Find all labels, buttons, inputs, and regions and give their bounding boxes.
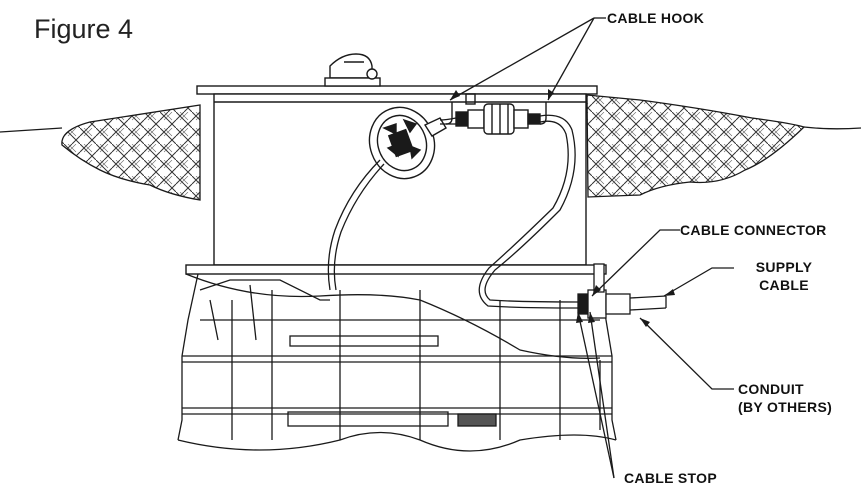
label-supply-cable-line2: CABLE [759, 277, 809, 293]
conduit-fitting [577, 263, 667, 319]
cable-connector-assembly [455, 103, 541, 135]
leader-arrowheads [450, 89, 675, 327]
label-cable-stop: CABLE STOP [624, 470, 717, 486]
leader-lines [449, 17, 734, 479]
ground-line [0, 126, 861, 133]
pump-motor [368, 106, 447, 180]
ground-soil [61, 94, 806, 201]
figure-title: Figure 4 [34, 14, 134, 44]
label-conduit-line1: CONDUIT [738, 381, 804, 397]
label-conduit-line2: (BY OTHERS) [738, 399, 833, 415]
label-conduit: CONDUIT (BY OTHERS) [738, 380, 832, 416]
vent-cap [324, 53, 381, 87]
label-cable-connector: CABLE CONNECTOR [680, 222, 827, 238]
label-supply-cable: SUPPLY CABLE [738, 258, 830, 294]
label-cable-hook: CABLE HOOK [607, 10, 705, 26]
label-supply-cable-line1: SUPPLY [755, 259, 813, 275]
tank-body [177, 273, 617, 452]
